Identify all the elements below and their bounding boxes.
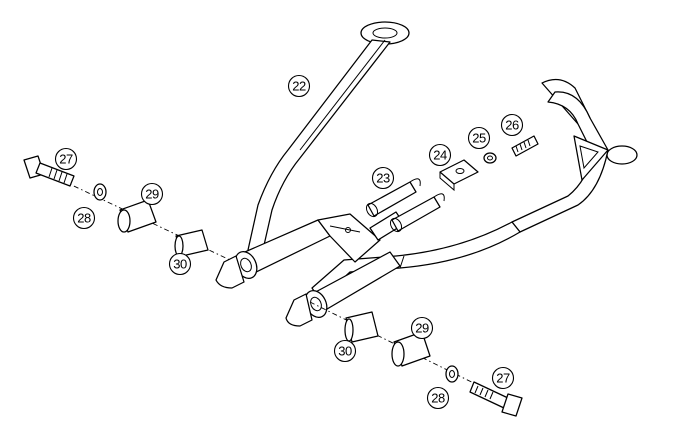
callout-label-24: 24	[433, 148, 447, 163]
callout-label-23: 23	[376, 171, 390, 186]
callout-28-left: 28	[72, 206, 96, 230]
callout-27-left: 27	[54, 147, 78, 171]
stud-bolt	[511, 135, 539, 157]
callout-label-29-left: 29	[145, 187, 159, 202]
callout-24: 24	[428, 143, 452, 167]
callout-26: 26	[500, 113, 524, 137]
callout-29-right: 29	[410, 316, 434, 340]
callout-29-left: 29	[140, 182, 164, 206]
callout-22: 22	[287, 74, 311, 98]
right-fastener-set	[309, 301, 523, 417]
center-stand-frame	[215, 21, 638, 327]
callout-label-25: 25	[472, 131, 486, 146]
stop-bracket	[439, 159, 479, 192]
callout-30-left: 30	[168, 252, 192, 276]
washer-25	[483, 152, 497, 164]
callout-label-28-left: 28	[77, 211, 91, 226]
callout-25: 25	[467, 126, 491, 150]
callout-28-right: 28	[426, 386, 450, 410]
callout-label-22: 22	[292, 79, 306, 94]
callout-30-right: 30	[333, 339, 357, 363]
callout-label-26: 26	[505, 118, 519, 133]
callout-23: 23	[371, 166, 395, 190]
callout-label-30-left: 30	[173, 257, 187, 272]
callout-27-right: 27	[491, 366, 515, 390]
callout-label-29-right: 29	[415, 321, 429, 336]
callout-label-28-right: 28	[431, 391, 445, 406]
spring-pair	[365, 178, 445, 233]
callout-label-30-right: 30	[338, 344, 352, 359]
callout-label-27-right: 27	[496, 371, 510, 386]
callout-label-27-left: 27	[59, 152, 73, 167]
left-fastener-set	[23, 155, 231, 261]
